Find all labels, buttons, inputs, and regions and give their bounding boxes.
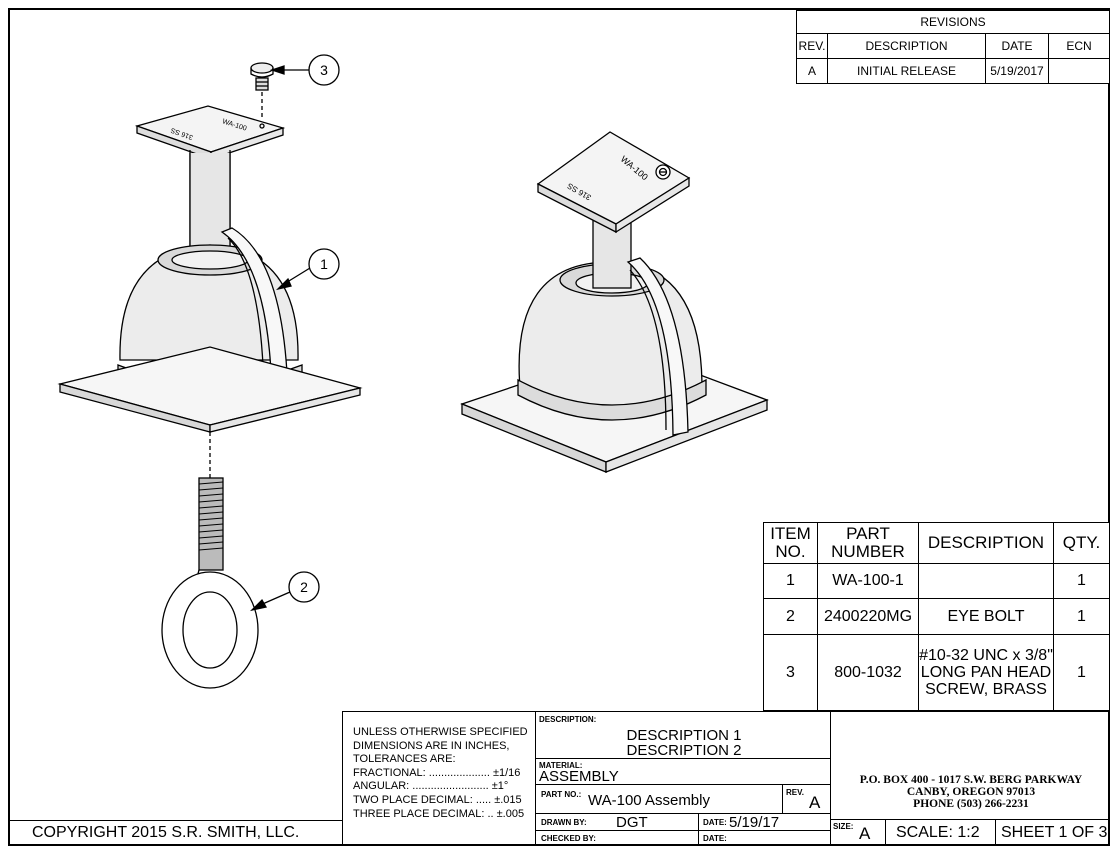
bom-cell: 1: [1053, 598, 1110, 635]
bom-cell: 2400220MG: [817, 598, 919, 635]
address-line-1: P.O. BOX 400 - 1017 S.W. BERG PARKWAY: [859, 774, 1083, 786]
drawn-date-block: DATE: 5/19/17: [698, 813, 831, 831]
base-plate: [57, 346, 363, 433]
exploded-view: WA-100 316 SS: [57, 62, 363, 689]
part-no-value: WA-100 Assembly: [588, 792, 710, 809]
bom-cell: WA-100-1: [817, 563, 919, 599]
bom-cell: 1: [1053, 563, 1110, 599]
balloon-1-label: 1: [320, 256, 328, 272]
rev-header-description: DESCRIPTION: [827, 33, 986, 59]
rev-label: REV.: [786, 788, 804, 797]
description-label: DESCRIPTION:: [539, 715, 597, 724]
tolerance-line: THREE PLACE DECIMAL: .. ±.005: [353, 807, 525, 820]
drawn-by-value: DGT: [616, 814, 648, 831]
copyright-text: COPYRIGHT 2015 S.R. SMITH, LLC.: [32, 824, 300, 841]
bom-header-qty: QTY.: [1053, 522, 1110, 564]
tolerance-line: ANGULAR: ......................... ±1°: [353, 780, 509, 793]
balloon-1: 1: [275, 248, 340, 291]
tolerance-block: UNLESS OTHERWISE SPECIFIED DIMENSIONS AR…: [342, 711, 536, 846]
description-line-2: DESCRIPTION 2: [626, 742, 742, 759]
address-line-2: CANBY, OREGON 97013: [906, 786, 1036, 798]
part-no-label: PART NO.:: [541, 790, 582, 799]
bom-row: 2 2400220MG EYE BOLT 1: [763, 598, 1110, 635]
company-block: P.O. BOX 400 - 1017 S.W. BERG PARKWAY CA…: [830, 711, 1110, 820]
tolerance-line: DIMENSIONS ARE IN INCHES,: [353, 739, 510, 752]
address-line-3: PHONE (503) 266-2231: [913, 798, 1029, 810]
material-label: MATERIAL:: [539, 761, 583, 770]
bom-header-description: DESCRIPTION: [918, 522, 1054, 564]
description-block: DESCRIPTION: DESCRIPTION 1 DESCRIPTION 2: [535, 711, 831, 759]
bom-row: 3 800-1032 #10-32 UNC x 3/8" LONG PAN HE…: [763, 634, 1110, 711]
scale-value: SCALE: 1:2: [896, 824, 980, 841]
size-label: SIZE:: [833, 822, 854, 831]
checked-date-block: DATE:: [698, 830, 831, 846]
drawn-by-block: DRAWN BY: DGT: [535, 813, 699, 831]
bom-cell: 1: [1053, 634, 1110, 711]
balloon-2: 2: [249, 571, 320, 612]
material-value: ASSEMBLY: [539, 768, 619, 785]
rev-cell: 5/19/2017: [985, 58, 1049, 84]
tolerance-line: UNLESS OTHERWISE SPECIFIED: [353, 726, 528, 738]
balloon-3-label: 3: [320, 62, 328, 78]
revisions-title: REVISIONS: [796, 10, 1110, 34]
drawn-date-label: DATE:: [703, 818, 727, 827]
assembled-view: WA-100 316 SS: [460, 131, 769, 473]
bom-cell: [918, 563, 1054, 599]
eye-bolt-part: [161, 477, 259, 689]
bom-cell: 800-1032: [817, 634, 919, 711]
checked-by-block: CHECKED BY:: [535, 830, 699, 846]
bom-cell: 1: [763, 563, 818, 599]
drawn-date-value: 5/19/17: [729, 814, 780, 831]
rev-value: A: [809, 793, 821, 812]
bom-cell: 2: [763, 598, 818, 635]
checked-date-label: DATE:: [703, 834, 727, 843]
bill-of-materials: ITEM NO. PART NUMBER DESCRIPTION QTY. 1 …: [763, 522, 1110, 711]
tolerance-line: TOLERANCES ARE:: [353, 753, 456, 766]
top-plate: WA-100 316 SS: [134, 105, 286, 160]
rev-cell: [1048, 58, 1110, 84]
revisions-table: REVISIONS REV. DESCRIPTION DATE ECN A IN…: [796, 10, 1110, 84]
bom-cell: #10-32 UNC x 3/8" LONG PAN HEAD SCREW, B…: [918, 634, 1054, 711]
rev-cell: INITIAL RELEASE: [827, 58, 986, 84]
bom-row: 1 WA-100-1 1: [763, 563, 1110, 599]
size-value: A: [859, 824, 871, 843]
tolerance-line: TWO PLACE DECIMAL: ..... ±.015: [353, 793, 522, 806]
bom-cell: 3: [763, 634, 818, 711]
rev-block: REV. A: [782, 784, 831, 814]
bom-cell: EYE BOLT: [918, 598, 1054, 635]
screw-part: [250, 62, 274, 120]
sheet-block: SHEET 1 OF 3: [995, 819, 1110, 846]
description-line-1: DESCRIPTION 1: [626, 727, 742, 744]
sheet-value: SHEET 1 OF 3: [1001, 824, 1108, 841]
checked-by-label: CHECKED BY:: [541, 834, 596, 843]
rev-header-ecn: ECN: [1048, 33, 1110, 59]
bom-header-item: ITEM NO.: [763, 522, 818, 564]
bom-header-part-number: PART NUMBER: [817, 522, 919, 564]
scale-block: SCALE: 1:2: [885, 819, 996, 846]
tolerance-line: FRACTIONAL: .................... ±1/16: [353, 766, 521, 779]
rev-header-rev: REV.: [796, 33, 828, 59]
material-block: MATERIAL: ASSEMBLY: [535, 758, 831, 785]
balloon-2-label: 2: [300, 579, 308, 595]
drawn-by-label: DRAWN BY:: [541, 818, 587, 827]
balloon-3: 3: [269, 54, 340, 86]
copyright-box: COPYRIGHT 2015 S.R. SMITH, LLC.: [8, 820, 342, 846]
size-block: SIZE: A: [830, 819, 886, 846]
rev-cell: A: [796, 58, 828, 84]
rev-header-date: DATE: [985, 33, 1049, 59]
part-no-block: PART NO.: WA-100 Assembly: [535, 784, 783, 814]
